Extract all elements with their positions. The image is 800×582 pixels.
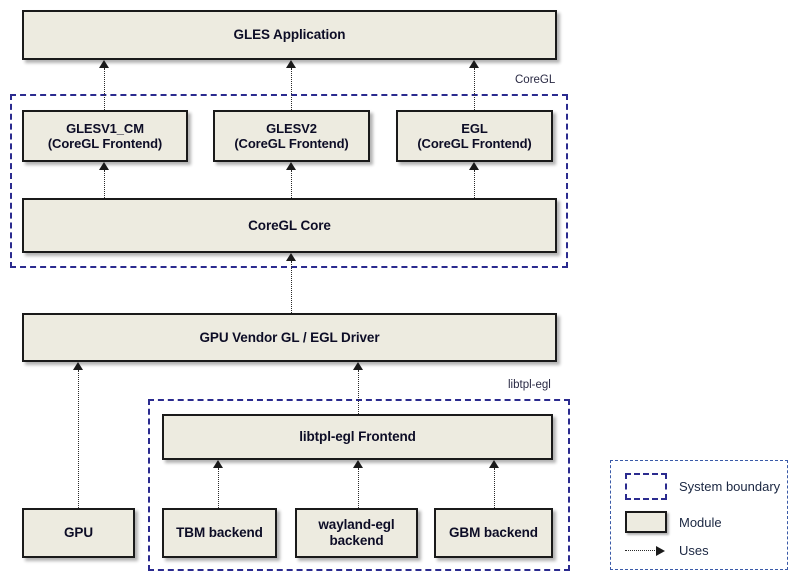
module-egl-frontend[interactable]: EGL (CoreGL Frontend)	[396, 110, 553, 162]
arrow-head-wayland-egl-backend-to-libtpl-egl-frontend	[353, 460, 363, 468]
system-boundary-libtpl-egl-label: libtpl-egl	[508, 379, 551, 391]
legend-label-uses: Uses	[679, 543, 709, 558]
arrow-head-gpu-to-gpu-vendor-driver	[73, 362, 83, 370]
module-gpu-vendor-driver[interactable]: GPU Vendor GL / EGL Driver	[22, 313, 557, 362]
arrow-head-egl-to-gles-application	[469, 60, 479, 68]
module-coregl-core[interactable]: CoreGL Core	[22, 198, 557, 253]
module-tbm-backend[interactable]: TBM backend	[162, 508, 277, 558]
arrow-wayland-egl-backend-to-libtpl-egl-frontend	[358, 468, 359, 508]
arrow-head-coregl-core-to-glesv2	[286, 162, 296, 170]
dotted-arrow-icon	[625, 545, 667, 556]
legend-item-system-boundary: System boundary	[625, 473, 780, 500]
module-gles-application[interactable]: GLES Application	[22, 10, 557, 60]
arrow-head-libtpl-egl-frontend-to-gpu-vendor-driver	[353, 362, 363, 370]
system-boundary-libtpl-egl	[148, 399, 570, 571]
arrow-coregl-core-to-glesv2	[291, 170, 292, 198]
arrow-tbm-backend-to-libtpl-egl-frontend	[218, 468, 219, 508]
module-glesv1-cm-frontend[interactable]: GLESV1_CM (CoreGL Frontend)	[22, 110, 188, 162]
module-gpu[interactable]: GPU	[22, 508, 135, 558]
arrow-head-gpu-vendor-driver-to-coregl-core	[286, 253, 296, 261]
arrow-gpu-vendor-driver-to-coregl-core	[291, 261, 292, 313]
arrow-coregl-core-to-egl	[474, 170, 475, 198]
arrow-head-tbm-backend-to-libtpl-egl-frontend	[213, 460, 223, 468]
dotted-arrow-head	[656, 545, 665, 556]
arrow-egl-to-gles-application	[474, 68, 475, 110]
arrow-libtpl-egl-frontend-to-gpu-vendor-driver	[358, 370, 359, 414]
arrow-glesv1-cm-to-gles-application	[104, 68, 105, 110]
module-wayland-egl-backend[interactable]: wayland-egl backend	[295, 508, 418, 558]
module-gbm-backend[interactable]: GBM backend	[434, 508, 553, 558]
arrow-gbm-backend-to-libtpl-egl-frontend	[494, 468, 495, 508]
arrow-head-coregl-core-to-glesv1-cm	[99, 162, 109, 170]
arrow-head-coregl-core-to-egl	[469, 162, 479, 170]
legend-item-uses: Uses	[625, 543, 709, 558]
arrow-glesv2-to-gles-application	[291, 68, 292, 110]
dashed-rect-icon	[625, 473, 667, 500]
module-libtpl-egl-frontend[interactable]: libtpl-egl Frontend	[162, 414, 553, 460]
legend-label-system-boundary: System boundary	[679, 479, 781, 494]
legend-label-module: Module	[679, 514, 722, 530]
arrow-gpu-to-gpu-vendor-driver	[78, 370, 79, 508]
system-boundary-coregl	[10, 94, 568, 268]
module-glesv2-frontend[interactable]: GLESV2 (CoreGL Frontend)	[213, 110, 370, 162]
legend: System boundary Module Uses	[610, 460, 788, 570]
system-boundary-coregl-label: CoreGL	[515, 74, 556, 86]
arrow-head-gbm-backend-to-libtpl-egl-frontend	[489, 460, 499, 468]
arrow-coregl-core-to-glesv1-cm	[104, 170, 105, 198]
arrow-head-glesv1-cm-to-gles-application	[99, 60, 109, 68]
filled-rect-icon	[625, 511, 667, 533]
arrow-head-glesv2-to-gles-application	[286, 60, 296, 68]
legend-item-module: Module	[625, 511, 722, 533]
dotted-arrow-line	[625, 549, 657, 551]
